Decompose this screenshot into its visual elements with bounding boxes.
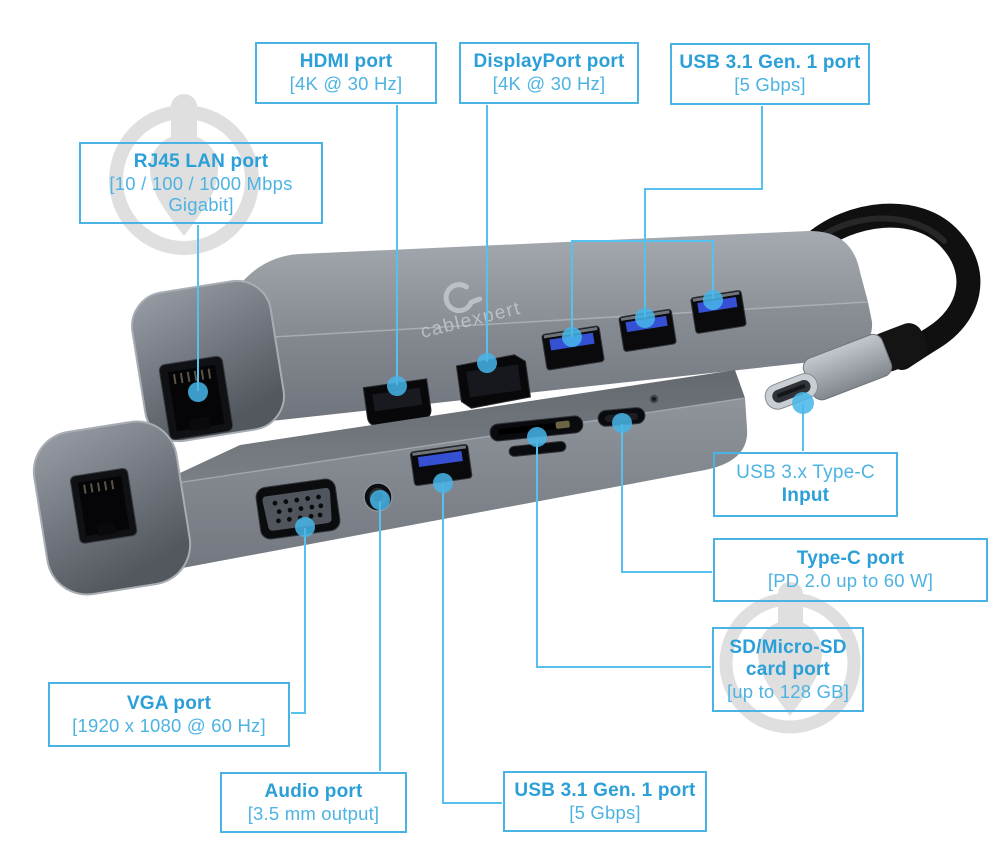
label-spec: [5 Gbps] [734, 74, 806, 96]
callout-lines [197, 105, 804, 804]
top-face [150, 370, 745, 487]
label-title: USB 3.1 Gen. 1 port [514, 779, 696, 801]
hub-bottom-device [32, 370, 748, 596]
label-hdmi-port: HDMI port [4K @ 30 Hz] [255, 42, 437, 104]
label-spec: [3.5 mm output] [247, 802, 380, 824]
usb-a-port-1 [541, 325, 605, 371]
top-face [205, 230, 868, 341]
callout-line-usb-bottom [442, 484, 502, 804]
label-spec: [1920 x 1080 @ 60 Hz] [72, 714, 266, 736]
label-spec: [10 / 100 / 1000 Mbps Gigabit] [109, 172, 293, 216]
label-spec: [5 Gbps] [569, 801, 641, 823]
rj45-lan-port-bottom [69, 467, 138, 544]
label-spec: Input [781, 484, 830, 506]
callout-line-usb-top [644, 106, 763, 318]
label-displayport-port: DisplayPort port [4K @ 30 Hz] [459, 42, 639, 104]
hub-top-device: cablexpert [131, 230, 873, 443]
label-usb-bottom-port: USB 3.1 Gen. 1 port [5 Gbps] [503, 771, 707, 832]
label-sd-card-port: SD/Micro-SD card port [up to 128 GB] [712, 627, 864, 712]
label-title: RJ45 LAN port [133, 150, 269, 172]
dot-hdmi [387, 376, 407, 396]
callout-dots [188, 290, 814, 537]
dot-usb-bottom [433, 473, 453, 493]
label-typec-input: USB 3.x Type-C Input [713, 452, 898, 517]
label-spec: [4K @ 30 Hz] [492, 73, 606, 95]
displayport-port [455, 354, 532, 409]
watermark-icon [719, 582, 861, 734]
watermark-icon [109, 94, 259, 255]
dot-typec-port [612, 413, 632, 433]
dot-audio [370, 490, 390, 510]
callout-line-typec-port [621, 424, 712, 573]
front-face [65, 398, 748, 590]
label-title: HDMI port [299, 51, 393, 73]
dot-displayport [477, 353, 497, 373]
hdmi-port [362, 378, 432, 430]
label-title: DisplayPort port [473, 51, 625, 73]
dot-sd [527, 427, 547, 447]
dot-rj45 [188, 382, 208, 402]
label-spec: [4K @ 30 Hz] [289, 73, 403, 95]
label-vga-port: VGA port [1920 x 1080 @ 60 Hz] [48, 682, 290, 747]
dot-usb2 [635, 308, 655, 328]
label-audio-port: Audio port [3.5 mm output] [220, 772, 407, 833]
label-title: USB 3.x Type-C [736, 462, 875, 484]
label-usb-top-port: USB 3.1 Gen. 1 port [5 Gbps] [670, 43, 870, 105]
dot-vga [295, 517, 315, 537]
label-title: VGA port [126, 692, 212, 714]
label-spec: [up to 128 GB] [726, 680, 850, 702]
label-title: USB 3.1 Gen. 1 port [679, 52, 861, 74]
callout-line-sd [536, 438, 711, 668]
callout-line-usb-top-branch [571, 240, 714, 337]
label-spec: [PD 2.0 up to 60 W] [767, 570, 934, 592]
label-rj45-port: RJ45 LAN port [10 / 100 / 1000 Mbps Giga… [79, 142, 323, 224]
dot-usb1 [562, 327, 582, 347]
dot-usb3 [703, 290, 723, 310]
vga-port [255, 478, 341, 540]
callout-line-vga [291, 528, 306, 714]
label-title: Audio port [264, 780, 363, 802]
label-title: Type-C port [796, 548, 905, 570]
label-typec-port: Type-C port [PD 2.0 up to 60 W] [713, 538, 988, 602]
dot-typec-plug [792, 392, 814, 414]
label-title: SD/Micro-SD card port [729, 636, 847, 680]
led-indicator-hole [649, 394, 659, 404]
usb-c-plug [764, 323, 928, 410]
